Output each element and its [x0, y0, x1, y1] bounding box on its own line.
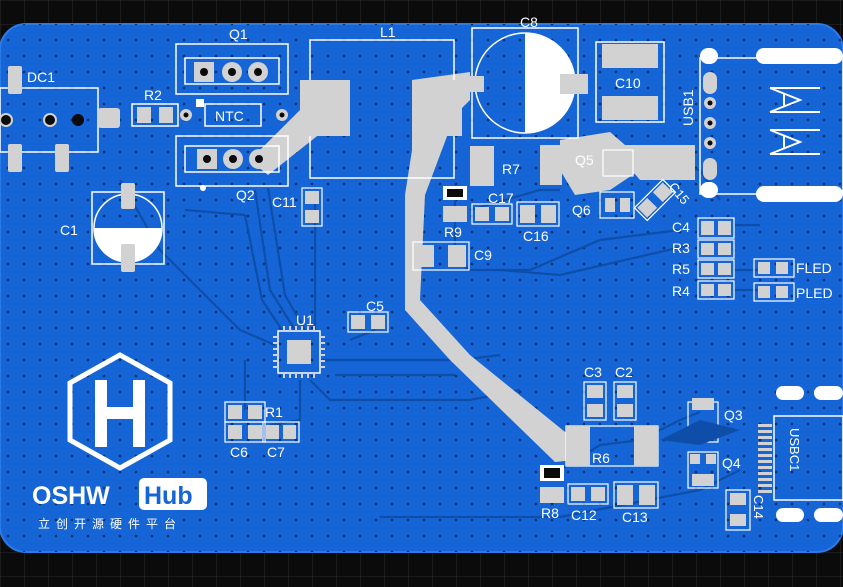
label-r7: R7	[502, 161, 520, 177]
label-r6: R6	[592, 450, 610, 466]
label-c3: C3	[584, 364, 602, 380]
q6-transistor[interactable]	[599, 191, 635, 219]
label-q4: Q4	[722, 455, 741, 471]
c2-capacitor[interactable]	[613, 381, 637, 421]
r4-resistor[interactable]	[697, 280, 735, 300]
r5-resistor[interactable]	[697, 259, 735, 279]
label-r4: R4	[672, 283, 690, 299]
c14-capacitor[interactable]	[725, 489, 751, 531]
c3-capacitor[interactable]	[583, 381, 607, 421]
r2-resistor[interactable]	[131, 103, 179, 127]
q5-transistor[interactable]	[602, 149, 634, 177]
c10-capacitor[interactable]	[595, 41, 665, 123]
label-q1: Q1	[229, 26, 248, 42]
r3-resistor[interactable]	[697, 239, 735, 259]
label-c6: C6	[230, 444, 248, 460]
q3-transistor[interactable]	[660, 398, 740, 445]
u1-ic[interactable]	[273, 326, 325, 378]
label-c16: C16	[523, 228, 549, 244]
q4-transistor[interactable]	[687, 451, 719, 489]
r8-resistor[interactable]	[540, 465, 564, 503]
label-c10: C10	[615, 75, 641, 91]
label-c8: C8	[520, 14, 538, 30]
r7-resistor[interactable]	[470, 146, 494, 186]
c16-capacitor[interactable]	[516, 201, 560, 227]
label-u1: U1	[296, 312, 314, 328]
label-c11: C11	[272, 194, 297, 210]
label-q2: Q2	[236, 187, 255, 203]
label-usb1: USB1	[680, 89, 696, 126]
label-q5: Q5	[575, 152, 594, 168]
fled-led[interactable]	[753, 258, 795, 278]
c12-capacitor[interactable]	[567, 483, 609, 505]
label-usbc1: USBC1	[787, 428, 802, 471]
r9-resistor[interactable]	[443, 186, 467, 222]
logo-text-hub: Hub	[144, 482, 193, 510]
label-q3: Q3	[724, 407, 743, 423]
label-l1: L1	[380, 24, 396, 40]
label-pled: PLED	[796, 285, 833, 301]
label-r1: R1	[265, 404, 283, 420]
label-c14: C14	[751, 495, 766, 519]
c11-capacitor[interactable]	[301, 187, 323, 227]
label-r9: R9	[444, 224, 462, 240]
label-dc1: DC1	[27, 69, 55, 85]
label-c1: C1	[60, 222, 78, 238]
label-c9: C9	[474, 247, 492, 263]
label-r5: R5	[672, 261, 690, 277]
label-c13: C13	[622, 509, 648, 525]
c5-capacitor[interactable]	[347, 311, 389, 333]
r1-resistor[interactable]	[224, 401, 266, 423]
logo-text-oshw: OSHW	[32, 482, 110, 510]
label-fled: FLED	[796, 260, 832, 276]
l1-inductor[interactable]	[300, 39, 462, 179]
q2-transistor[interactable]	[175, 135, 289, 191]
label-c4: C4	[672, 219, 690, 235]
c17-capacitor[interactable]	[471, 203, 513, 225]
c6-capacitor[interactable]	[224, 421, 266, 443]
c13-capacitor[interactable]	[613, 481, 659, 509]
pled-led[interactable]	[753, 282, 795, 302]
c8-capacitor[interactable]	[462, 27, 588, 139]
r6-resistor[interactable]	[565, 425, 659, 467]
label-r3: R3	[672, 240, 690, 256]
label-r2: R2	[144, 87, 162, 103]
logo-hub-badge	[139, 478, 207, 510]
usbc1-connector[interactable]	[758, 386, 843, 522]
c7-capacitor[interactable]	[262, 421, 300, 443]
ntc-thermistor[interactable]	[180, 99, 288, 127]
label-ntc: NTC	[215, 108, 244, 124]
oshwhub-hexagon-icon	[67, 352, 173, 471]
label-c12: C12	[571, 507, 597, 523]
c4-capacitor[interactable]	[697, 217, 735, 239]
c15-capacitor[interactable]	[633, 178, 677, 222]
label-r8: R8	[541, 505, 559, 521]
label-c5: C5	[366, 298, 384, 314]
logo-subtitle: 立创开源硬件平台	[38, 516, 182, 531]
c1-capacitor[interactable]	[91, 183, 165, 272]
label-c7: C7	[267, 444, 285, 460]
label-c2: C2	[615, 364, 633, 380]
dc1-barrel-jack[interactable]	[0, 66, 120, 172]
usb1-connector[interactable]	[699, 48, 843, 202]
q1-transistor[interactable]	[175, 43, 289, 95]
label-c17: C17	[488, 190, 514, 206]
label-q6: Q6	[572, 202, 591, 218]
c9-capacitor[interactable]	[412, 241, 470, 271]
